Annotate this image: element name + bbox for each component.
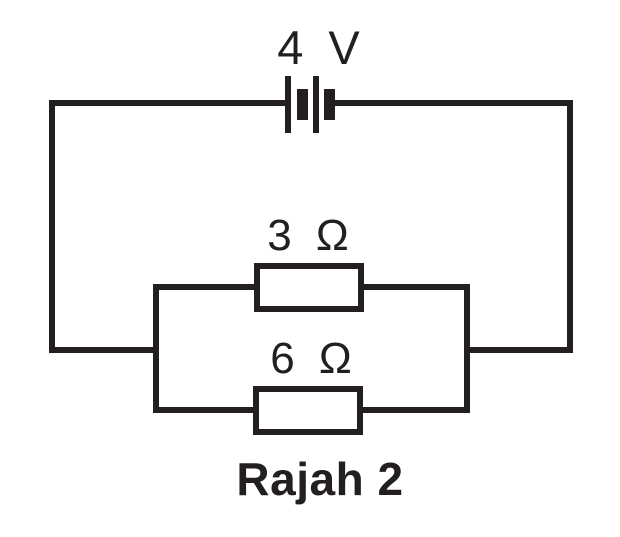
wire-bottom-left: [49, 347, 159, 353]
battery-long-plate-icon: [285, 76, 291, 133]
wire-bottom-right: [464, 347, 573, 353]
wire-top-right: [333, 100, 573, 106]
resistor-bottom-label: 6 Ω: [270, 334, 354, 383]
wire-left-vertical: [49, 100, 55, 353]
battery-short-plate-icon: [297, 89, 308, 120]
wire-parallel-right-vertical: [464, 284, 470, 413]
wire-parallel-left-vertical: [153, 284, 159, 413]
resistor-box-6-ohm: [253, 386, 363, 435]
battery-short-plate-icon: [324, 89, 335, 120]
resistor-top-label: 3 Ω: [267, 211, 351, 260]
wire-right-vertical: [567, 100, 573, 353]
figure-caption: Rajah 2: [236, 453, 404, 505]
wire-top-left: [49, 100, 288, 106]
resistor-box-3-ohm: [254, 263, 364, 312]
battery-voltage-label: 4 V: [277, 21, 363, 74]
battery-long-plate-icon: [313, 76, 319, 133]
